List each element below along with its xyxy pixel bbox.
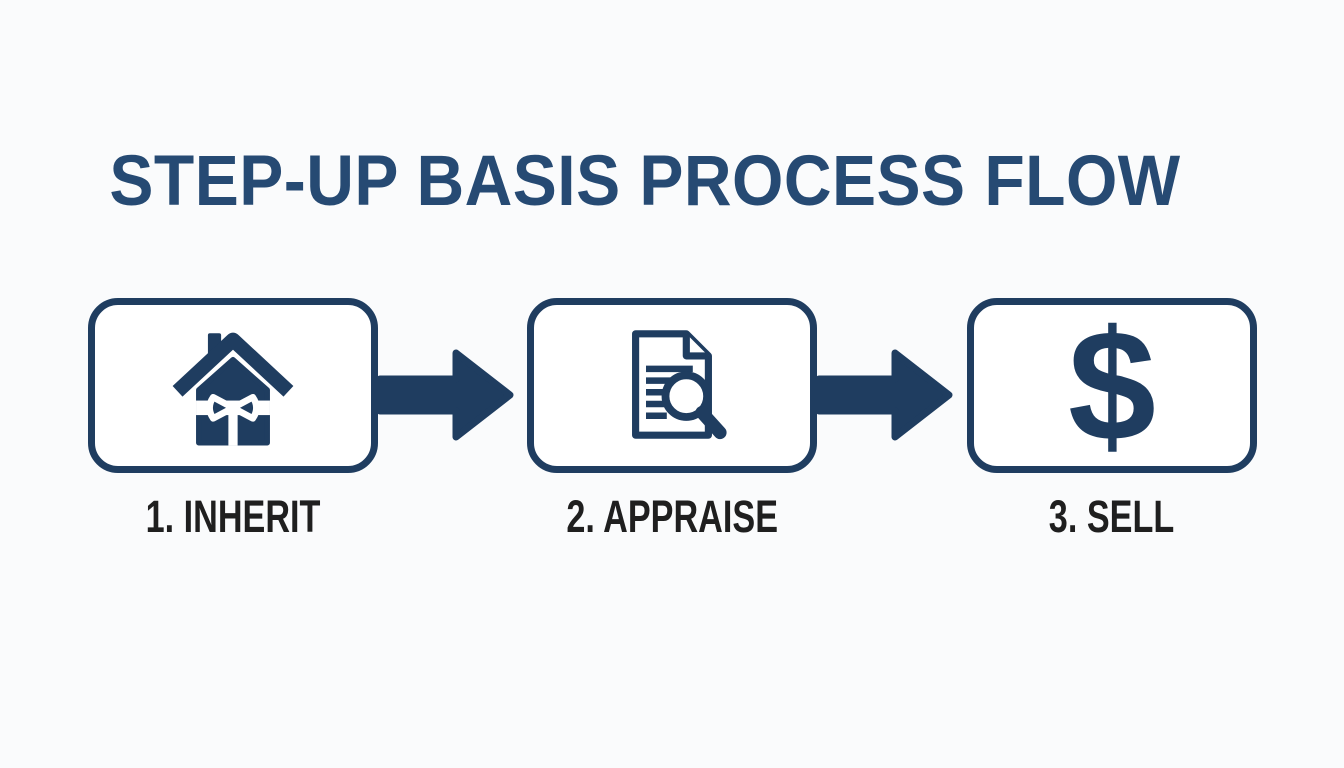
flow-arrow-icon: [376, 349, 514, 441]
connector-2: [815, 298, 967, 473]
step-inherit: 1. INHERIT: [88, 298, 378, 539]
step-label-inherit: 1. INHERIT: [145, 491, 321, 542]
flow-arrow-icon: [815, 349, 953, 441]
step-sell: $ 3. SELL: [967, 298, 1257, 539]
step-label-sell: 3. SELL: [1049, 491, 1175, 542]
step-label-appraise: 2. APPRAISE: [566, 491, 778, 542]
house-gift-icon: [172, 332, 294, 445]
step-box-sell: $: [967, 298, 1257, 473]
process-flow: 1. INHERIT: [88, 298, 1257, 539]
document-magnifier-icon: [632, 329, 727, 439]
connector-1: [376, 298, 527, 473]
step-box-inherit: [88, 298, 378, 473]
step-appraise: 2. APPRAISE: [527, 298, 817, 539]
dollar-sign-icon: $: [1068, 297, 1156, 474]
step-box-appraise: [527, 298, 817, 473]
page-title: STEP-UP BASIS PROCESS FLOW: [109, 142, 1181, 221]
